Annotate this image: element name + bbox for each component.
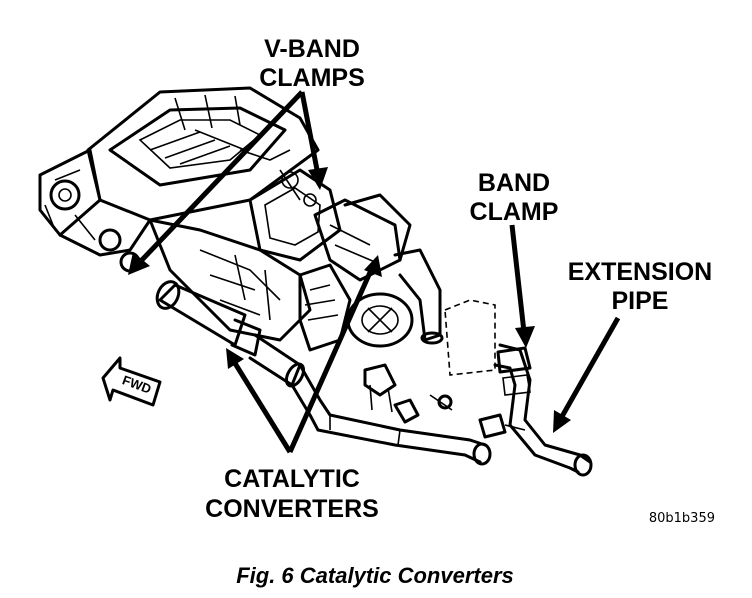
extension-pipe [444, 299, 593, 477]
extension-pipe-label-line2: PIPE [612, 287, 669, 315]
catalytic-converters-label-line1: CATALYTIC [224, 465, 360, 493]
catalytic-converters-label-line2: CONVERTERS [205, 495, 379, 523]
figure-id: 80b1b359 [649, 511, 715, 526]
forward-direction-arrow: FWD [101, 356, 162, 407]
front-catalytic-converter [155, 280, 306, 388]
band-clamp-label-line2: CLAMP [470, 198, 559, 226]
leader-arrows [128, 90, 621, 454]
extension-pipe-label-line1: EXTENSION [568, 258, 712, 286]
v-band-clamps-label-line1: V-BAND [264, 35, 360, 63]
figure-caption: Fig. 6 Catalytic Converters [236, 563, 514, 588]
engine-illustration [38, 86, 444, 352]
fwd-label: FWD [120, 372, 153, 396]
band-clamp-label-line1: BAND [478, 169, 550, 197]
v-band-clamps-label-line2: CLAMPS [259, 64, 365, 92]
exhaust-pipe [290, 363, 492, 466]
